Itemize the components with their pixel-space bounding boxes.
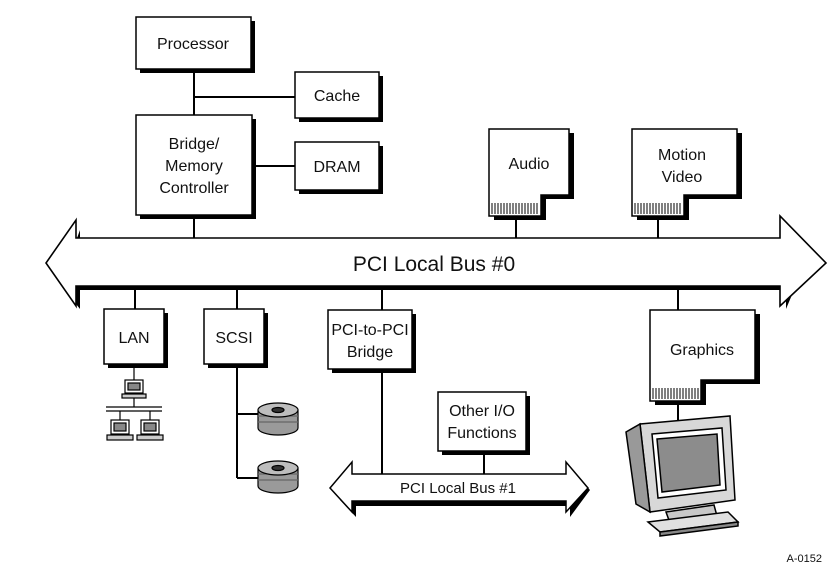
graphics-label: Graphics [670, 342, 734, 359]
processor-label: Processor [157, 36, 230, 53]
pci-bus-0-label: PCI Local Bus #0 [353, 253, 515, 276]
figure-id: A-0152 [787, 553, 822, 565]
audio-label: Audio [509, 156, 550, 173]
disk-drive-icon-1 [257, 402, 299, 436]
upper-connections [193, 73, 659, 238]
graphics-card: Graphics [649, 309, 760, 405]
cache-box: Cache [294, 71, 383, 122]
network-icon [106, 364, 164, 441]
lan-label: LAN [118, 330, 149, 347]
other-io-label-line-2: Functions [447, 425, 516, 442]
bridge-label-line-2: Memory [165, 158, 223, 175]
scsi-label: SCSI [215, 330, 252, 347]
pci-bridge-label-line-2: Bridge [347, 344, 393, 361]
bridge-label-line-1: Bridge/ [169, 136, 220, 153]
lan-box: LAN [103, 308, 168, 368]
scsi-box: SCSI [203, 308, 268, 368]
other-io-label-line-1: Other I/O [449, 403, 515, 420]
pci-bus-1: PCI Local Bus #1 [329, 459, 590, 517]
other-io-functions-box: Other I/O Functions [437, 391, 530, 455]
audio-connector-pins [491, 203, 538, 214]
processor-box: Processor [135, 16, 255, 73]
dram-box: DRAM [294, 141, 383, 194]
bridge-memory-controller-box: Bridge/ Memory Controller [135, 114, 256, 219]
motion-video-label-line-2: Video [662, 169, 703, 186]
pci-bus-0: PCI Local Bus #0 [45, 214, 828, 309]
graphics-connector-pins [652, 388, 699, 399]
pci-to-pci-bridge-box: PCI-to-PCI Bridge [327, 309, 416, 373]
motion-video-card: Motion Video [631, 128, 742, 220]
dram-label: DRAM [313, 159, 360, 176]
motion-video-label-line-1: Motion [658, 147, 706, 164]
lower-connections [134, 290, 679, 479]
cache-label: Cache [314, 88, 360, 105]
motion-video-connector-pins [634, 203, 681, 214]
disk-drive-icon-2 [257, 460, 299, 494]
bridge-label-line-3: Controller [159, 180, 229, 197]
monitor-icon [625, 415, 740, 537]
pci-bus-1-label: PCI Local Bus #1 [400, 480, 516, 497]
audio-card: Audio [488, 128, 574, 220]
pci-bridge-label-line-1: PCI-to-PCI [331, 322, 408, 339]
